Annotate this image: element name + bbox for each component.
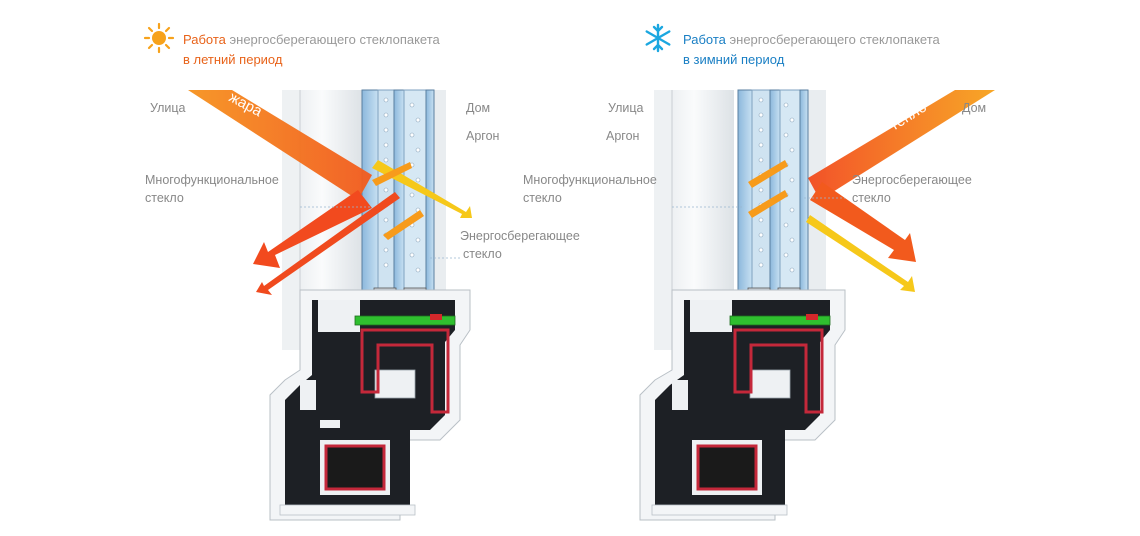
sun-icon	[143, 22, 175, 54]
summer-window-diagram	[188, 89, 472, 521]
multifunctional-glass-label-2: стекло	[523, 191, 562, 205]
title-line2: в зимний период	[683, 52, 785, 67]
title-rest: энергосберегающего стеклопакета	[225, 32, 440, 47]
street-label: Улица	[150, 101, 186, 115]
street-label: Улица	[608, 101, 644, 115]
energy-glass-label-1: Энергосберегающее	[460, 229, 580, 243]
argon-label: Аргон	[606, 129, 640, 143]
energy-glass-label-2: стекло	[463, 247, 502, 261]
energy-glass-label-2: стекло	[852, 191, 891, 205]
title-accent: Работа	[683, 32, 726, 47]
winter-panel: Работа энергосберегающего стеклопакета в…	[523, 0, 1140, 536]
leader-lines	[300, 206, 460, 259]
energy-glass-label-1: Энергосберегающее	[852, 173, 972, 187]
title-rest: энергосберегающего стеклопакета	[725, 32, 940, 47]
window-profile	[639, 289, 846, 521]
multifunctional-glass-label-2: стекло	[145, 191, 184, 205]
heat-arrows	[748, 90, 995, 292]
home-label: Дом	[962, 101, 987, 115]
summer-panel: Работа энергосберегающего стеклопакета в…	[143, 22, 580, 521]
winter-window-diagram	[639, 89, 995, 521]
window-profile	[269, 289, 471, 521]
sash-frame	[654, 90, 826, 360]
title-line2: в летний период	[183, 52, 283, 67]
summer-title: Работа энергосберегающего стеклопакета в…	[183, 30, 440, 70]
snowflake-icon	[645, 23, 671, 53]
winter-title: Работа энергосберегающего стеклопакета в…	[683, 30, 940, 70]
argon-label: Аргон	[466, 129, 500, 143]
multifunctional-glass-label-1: Многофункциональное	[145, 173, 279, 187]
heat-arrows	[188, 90, 472, 295]
multifunctional-glass-label-1: Многофункциональное	[523, 173, 657, 187]
title-accent: Работа	[183, 32, 226, 47]
home-label: Дом	[466, 101, 491, 115]
leader-lines	[672, 197, 845, 208]
